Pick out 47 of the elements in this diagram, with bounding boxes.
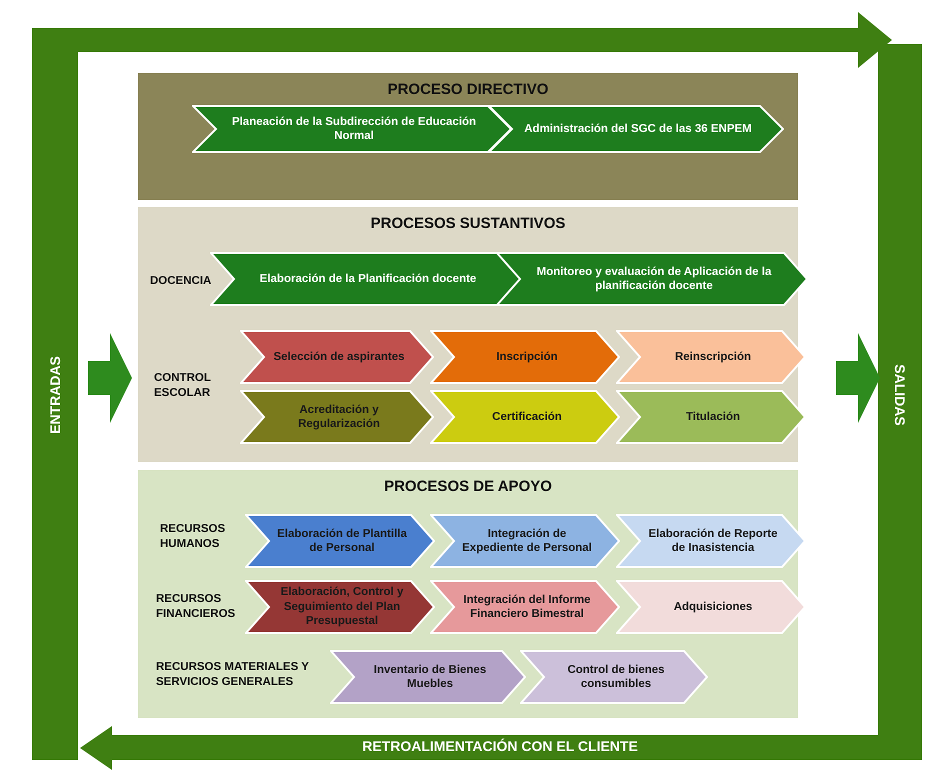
section-title: PROCESOS SUSTANTIVOS [370, 215, 566, 232]
step-label: Elaboración de la Planificación docente [260, 272, 476, 286]
step-label: Elaboración de Reporte de Inasistencia [647, 526, 779, 556]
step-label: Integración del Informe Financiero Bimestral [462, 592, 592, 622]
step-label: Administración del SGC de las 36 ENPEM [524, 122, 752, 136]
step-label: Integración de Expediente de Personal [461, 526, 593, 556]
process-step [616, 580, 806, 634]
process-step [616, 390, 806, 444]
row-label: RECURSOS HUMANOS [160, 522, 226, 552]
section-title: PROCESO DIRECTIVO [388, 81, 548, 98]
section-panel [138, 73, 798, 200]
frame-label: SALIDAS [892, 364, 908, 426]
process-step [245, 514, 435, 568]
step-label: Selección de aspirantes [273, 350, 405, 364]
process-step [616, 514, 806, 568]
step-label: Planeación de la Subdirección de Educación Normal [230, 114, 478, 144]
process-step [488, 105, 784, 153]
step-label: Adquisiciones [674, 600, 752, 614]
row-label: RECURSOS FINANCIEROS [156, 592, 236, 622]
row-label: CONTROL ESCOLAR [154, 371, 212, 401]
row-label: RECURSOS MATERIALES Y SERVICIOS GENERALES [156, 660, 310, 690]
process-step [330, 650, 526, 704]
step-label: Monitoreo y evaluación de Aplicación de la planificación docente [536, 264, 772, 294]
step-label: Inscripción [496, 350, 558, 364]
frame-label: ENTRADAS [47, 356, 63, 434]
row-label: DOCENCIA [150, 274, 212, 289]
step-label: Certificación [492, 410, 562, 424]
process-step [240, 330, 434, 384]
step-label: Elaboración de Plantilla de Personal [276, 526, 408, 556]
process-step [616, 330, 806, 384]
step-label: Acreditación y Regularización [297, 402, 381, 432]
process-step [240, 390, 434, 444]
process-step [192, 105, 512, 153]
process-step [430, 330, 620, 384]
step-label: Control de bienes consumibles [566, 662, 666, 692]
step-label: Titulación [686, 410, 740, 424]
step-label: Inventario de Bienes Muebles [372, 662, 488, 692]
process-step [430, 514, 620, 568]
process-step [430, 580, 620, 634]
frame-label: RETROALIMENTACIÓN CON EL CLIENTE [362, 738, 638, 754]
section-title: PROCESOS DE APOYO [384, 478, 552, 495]
process-step [245, 580, 435, 634]
process-step [430, 390, 620, 444]
step-label: Elaboración, Control y Seguimiento del Plan Presupuestal [280, 585, 404, 629]
step-label: Reinscripción [674, 350, 752, 364]
process-step [496, 252, 808, 306]
process-step [520, 650, 708, 704]
